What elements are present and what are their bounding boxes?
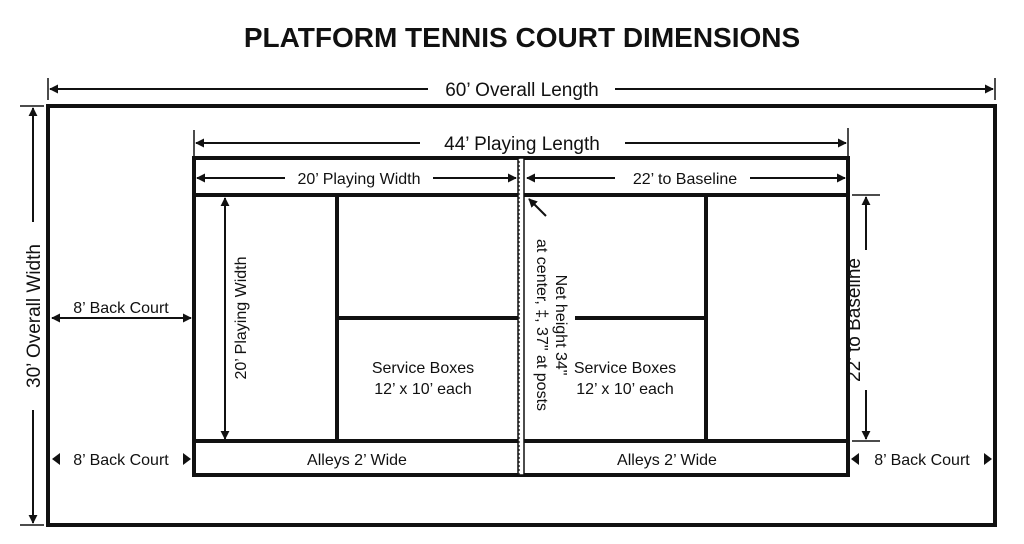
net: Net height 34" at center, ‡, 37" at post… [517,157,569,476]
net-height-line2: at center, ‡, 37" at posts [533,239,550,411]
playing-width-vertical-dimension: 20’ Playing Width [220,197,250,440]
net-height-line1: Net height 34" [552,275,569,376]
service-boxes-left-size: 12’ x 10’ each [374,381,472,398]
overall-length-label: 60’ Overall Length [445,80,599,101]
playing-width-vertical-label: 20’ Playing Width [233,256,250,379]
page-title: PLATFORM TENNIS COURT DIMENSIONS [244,22,800,53]
back-court-dimensions: 8’ Back Court 8’ Back Court 8’ Back Cour… [51,300,992,469]
overall-width-dimension: 30’ Overall Width [20,105,45,526]
to-baseline-horizontal-label: 22’ to Baseline [633,171,737,188]
playing-length-label: 44’ Playing Length [444,134,600,155]
playing-width-horizontal-label: 20’ Playing Width [297,171,420,188]
service-boxes-left-title: Service Boxes [372,360,474,377]
service-boxes-right-size: 12’ x 10’ each [576,381,674,398]
back-court-left-bottom-label: 8’ Back Court [73,452,169,469]
overall-width-label: 30’ Overall Width [24,244,45,388]
to-baseline-vertical-dimension: 22’ to Baseline [844,194,880,442]
to-baseline-vertical-label: 22’ to Baseline [844,258,865,382]
alleys-left-label: Alleys 2’ Wide [307,452,407,469]
overall-length-dimension: 60’ Overall Length [47,78,996,101]
back-court-right-bottom-label: 8’ Back Court [874,452,970,469]
back-court-left-middle-label: 8’ Back Court [73,300,169,317]
half-court-dimensions: 20’ Playing Width 22’ to Baseline [196,171,846,188]
alleys-right-label: Alleys 2’ Wide [617,452,717,469]
overall-boundary [46,104,997,527]
service-boxes-right-title: Service Boxes [574,360,676,377]
playing-length-dimension: 44’ Playing Length [193,128,849,156]
